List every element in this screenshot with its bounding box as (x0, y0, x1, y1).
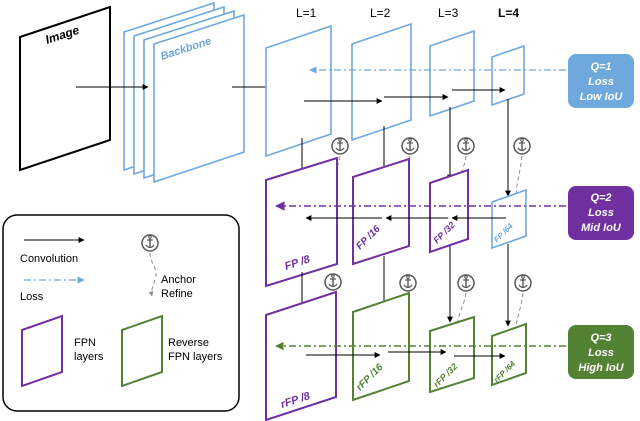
level-label-1: L=1 (296, 6, 317, 20)
anchor-refine-curves-mid (315, 291, 524, 337)
anchor-icon (324, 273, 342, 291)
loss-box-q2: Q=2 Loss Mid IoU (568, 186, 634, 240)
loss-box-q2-iou: Mid IoU (581, 222, 622, 234)
loss-box-q3-q: Q=3 (590, 332, 611, 344)
anchor-icon (331, 137, 349, 155)
fpn-layers (265, 156, 527, 288)
loss-box-q3: Q=3 Loss High IoU (568, 325, 634, 379)
legend-fpn-label-2: layers (74, 351, 104, 363)
anchor-refine-curves-top (316, 155, 523, 203)
input-image: Image (19, 5, 111, 172)
legend-rfpn-label-2: FPN layers (168, 351, 223, 363)
loss-box-q1-iou: Low IoU (580, 91, 624, 103)
anchor-icon (141, 234, 159, 252)
anchor-icon (513, 137, 531, 155)
legend-fpn-label-1: FPN (74, 337, 96, 349)
loss-box-q1-q: Q=1 (590, 61, 611, 73)
loss-box-q1-bg (568, 54, 634, 108)
loss-box-q1: Q=1 Loss Low IoU (568, 54, 634, 108)
loss-box-q3-bg (568, 325, 634, 379)
legend-fpn-swatch (21, 314, 63, 388)
anchor-icon (399, 274, 417, 292)
loss-box-q2-loss: Loss (588, 207, 614, 219)
loss-box-q3-loss: Loss (588, 347, 614, 359)
level-label-3: L=3 (438, 6, 459, 20)
loss-box-q2-q: Q=2 (590, 192, 611, 204)
legend-rfpn-label-1: Reverse (168, 337, 209, 349)
loss-box-q2-bg (568, 186, 634, 240)
anchor-icon (401, 137, 419, 155)
loss-box-q3-iou: High IoU (578, 362, 624, 374)
legend-refine-label: Refine (161, 288, 193, 300)
legend: Convolution Loss Anchor Refine FPN layer… (2, 214, 240, 412)
legend-convolution-label: Convolution (20, 253, 78, 265)
anchor-icon (457, 137, 475, 155)
anchor-icon (457, 274, 475, 292)
top-row-conv-arrows (304, 87, 506, 104)
level-label-4: L=4 (498, 6, 519, 20)
legend-rfpn-swatch (121, 314, 163, 388)
bottom-row-conv-arrows (306, 349, 506, 359)
backbone-layers (123, 1, 245, 184)
loss-box-q1-loss: Loss (588, 76, 614, 88)
legend-anchor-curve (148, 252, 157, 297)
level-label-2: L=2 (370, 6, 391, 20)
legend-loss-label: Loss (20, 291, 44, 303)
anchor-icon (514, 274, 532, 292)
legend-anchor-label: Anchor (161, 274, 196, 286)
